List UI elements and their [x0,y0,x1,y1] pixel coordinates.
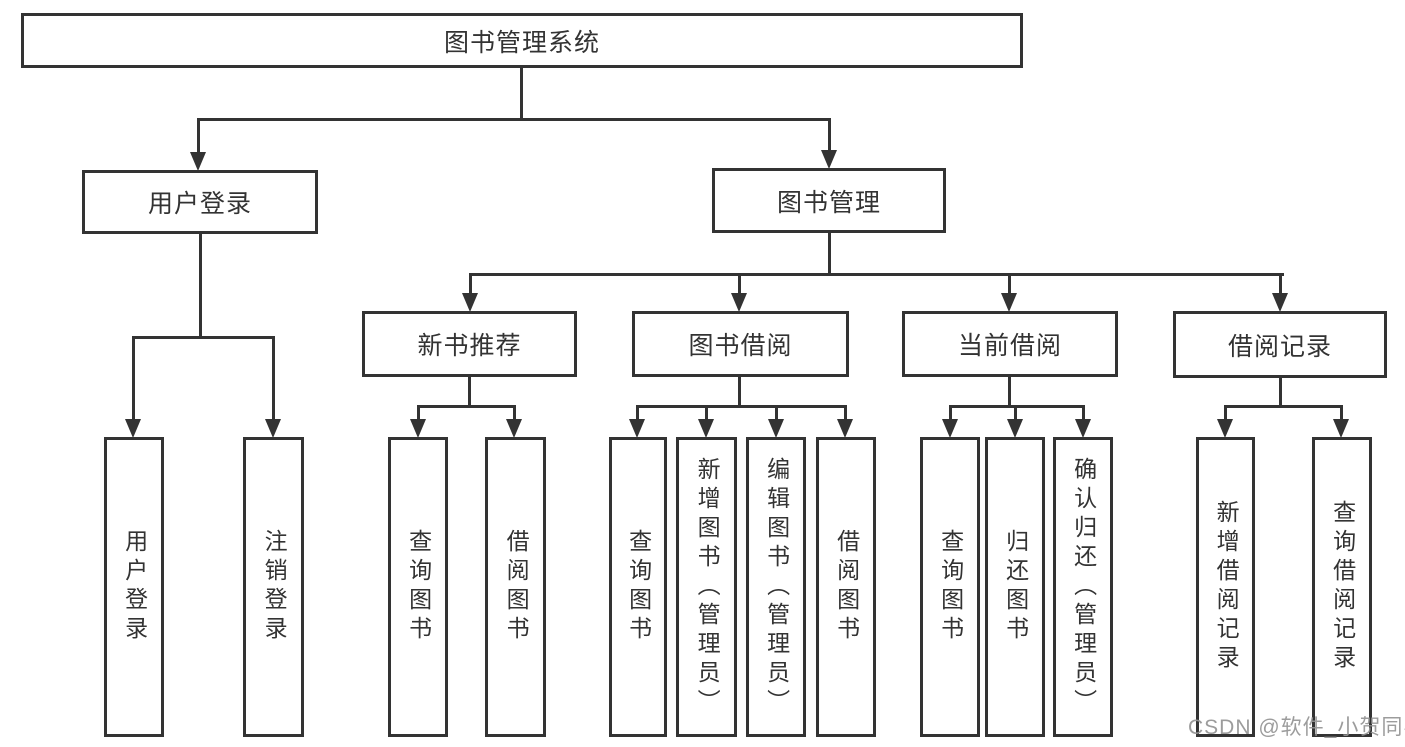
connector-stem [1008,377,1011,408]
connector-leaf-shaft [1014,405,1017,421]
leaf-label: 确认归还（管理员） [1070,456,1097,718]
connector-shaft [469,273,472,297]
connector-shaft [1279,273,1282,297]
leaf-query-books-current: 查询图书 [920,437,980,737]
connector-book-management-shaft [828,118,831,152]
connector-bar [636,405,845,408]
node-label: 图书管理系统 [443,28,600,57]
node-book-management: 图书管理 [712,168,946,233]
connector-stem [1279,378,1282,408]
connector-book-management-stem [828,233,831,276]
arrow-down-icon [629,419,645,438]
leaf-borrow-books-recommendation: 借阅图书 [485,437,546,737]
connector-leaf-shaft [272,336,275,421]
leaf-label: 查询图书 [405,529,432,645]
connector-leaf-shaft [636,405,639,421]
arrow-down-icon [942,419,958,438]
leaf-label: 借阅图书 [503,529,530,645]
leaf-label: 查询图书 [937,529,964,645]
leaf-label: 注销登录 [261,529,288,645]
arrow-down-icon [1007,419,1023,438]
node-new-book-recommendation: 新书推荐 [362,311,577,377]
arrow-down-icon [698,419,714,438]
connector-root-stem [520,68,523,121]
arrow-down-icon [1333,419,1349,438]
connector-bar [1224,405,1341,408]
connector-leaf-shaft [1082,405,1085,421]
connector-leaf-shaft [1340,405,1343,421]
node-label: 借阅记录 [1227,332,1332,361]
node-label: 图书借阅 [688,332,793,360]
leaf-label: 查询图书 [625,529,652,645]
leaf-label: 新增借阅记录 [1213,500,1240,674]
connector-shaft [738,273,741,297]
leaf-label: 编辑图书（管理员） [763,456,790,718]
arrow-down-icon [462,293,478,312]
connector-leaf-shaft [844,405,847,421]
node-label: 图书管理 [776,188,881,217]
node-user-login: 用户登录 [82,170,318,234]
leaf-add-borrow-record: 新增借阅记录 [1196,437,1255,737]
leaf-label: 新增图书（管理员） [694,456,721,718]
connector-leaf-shaft [1224,405,1227,421]
leaf-add-book-admin: 新增图书（管理员） [676,437,737,737]
node-label: 用户登录 [147,190,252,218]
leaf-query-books-recommendation: 查询图书 [388,437,448,737]
arrow-down-icon [410,419,426,438]
node-label: 当前借阅 [957,332,1062,360]
connector-leaf-shaft [775,405,778,421]
connector-user-login-bar [132,336,275,339]
connector-user-login-shaft [197,118,200,154]
leaf-query-books-borrowing: 查询图书 [609,437,667,737]
connector-stem [738,377,741,408]
leaf-label: 查询借阅记录 [1329,500,1356,674]
node-borrowing-records: 借阅记录 [1173,311,1387,378]
connector-stem [468,377,471,408]
arrow-down-icon [1217,419,1233,438]
connector-leaf-shaft [949,405,952,421]
node-book-borrowing: 图书借阅 [632,311,849,377]
arrow-down-icon [821,150,837,169]
connector-level2-bar [469,273,1284,276]
leaf-edit-book-admin: 编辑图书（管理员） [746,437,806,737]
leaf-return-books: 归还图书 [985,437,1045,737]
node-label: 新书推荐 [417,332,522,360]
connector-user-login-stem [199,234,202,339]
arrow-down-icon [837,419,853,438]
arrow-down-icon [731,293,747,312]
leaf-query-borrow-record: 查询借阅记录 [1312,437,1372,737]
node-library-management-system: 图书管理系统 [21,13,1023,68]
leaf-label: 用户登录 [121,529,148,645]
leaf-logout: 注销登录 [243,437,304,737]
connector-leaf-shaft [513,405,516,421]
leaf-user-login: 用户登录 [104,437,164,737]
arrow-down-icon [125,419,141,438]
arrow-down-icon [1075,419,1091,438]
connector-leaf-shaft [132,336,135,421]
arrow-down-icon [506,419,522,438]
arrow-down-icon [768,419,784,438]
connector-bar [417,405,516,408]
connector-shaft [1008,273,1011,297]
node-current-borrowing: 当前借阅 [902,311,1118,377]
arrow-down-icon [265,419,281,438]
arrow-down-icon [1272,293,1288,312]
connector-leaf-shaft [705,405,708,421]
leaf-confirm-return-admin: 确认归还（管理员） [1053,437,1113,737]
arrow-down-icon [1001,293,1017,312]
connector-level1-bar [197,118,831,121]
connector-leaf-shaft [417,405,420,421]
leaf-label: 归还图书 [1002,529,1029,645]
leaf-borrow-books: 借阅图书 [816,437,876,737]
watermark-text: CSDN @软件_小贺同学 [1188,716,1405,739]
arrow-down-icon [190,152,206,171]
leaf-label: 借阅图书 [833,529,860,645]
